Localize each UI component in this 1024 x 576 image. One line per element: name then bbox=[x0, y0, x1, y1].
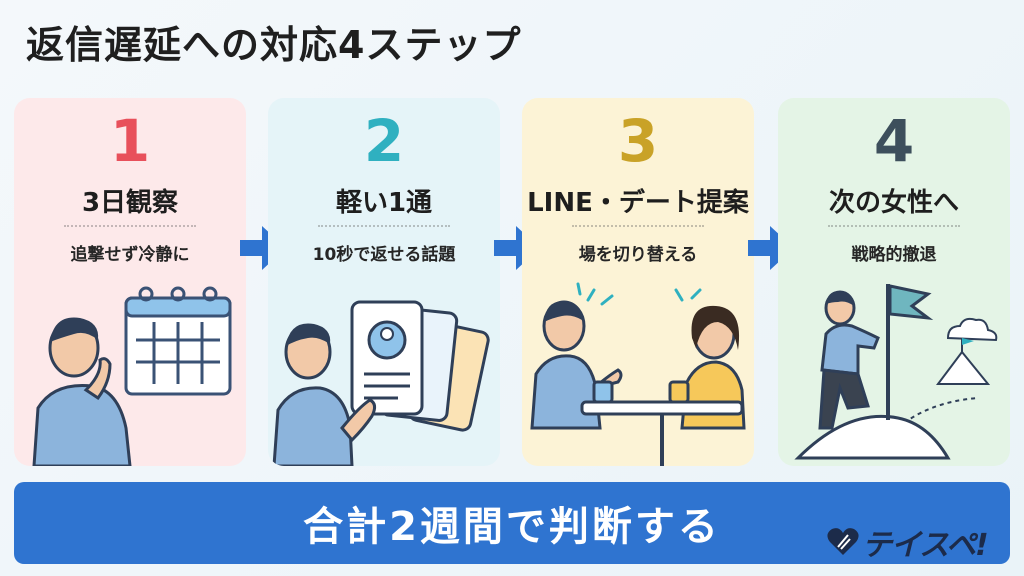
step-number: 3 bbox=[617, 107, 659, 175]
step-card-1: 1 3日観察 追撃せず冷静に bbox=[14, 98, 246, 466]
banner-text: 合計2週間で判断する bbox=[303, 504, 721, 550]
man-flag-summit-illustration bbox=[794, 284, 998, 460]
step-card-2: 2 軽い1通 10秒で返せる話題 bbox=[268, 98, 500, 466]
man-profile-cards-illustration bbox=[272, 300, 490, 466]
page-title: 返信遅延への対応4ステップ bbox=[26, 23, 522, 67]
divider bbox=[828, 225, 960, 227]
step-card-3: 3 LINE・デート提案 場を切り替える bbox=[522, 98, 754, 466]
arrow-right-icon bbox=[748, 226, 794, 270]
step-heading: LINE・デート提案 bbox=[527, 188, 749, 218]
divider bbox=[64, 225, 196, 227]
couple-cafe-date-illustration bbox=[530, 282, 746, 466]
thinking-man-calendar-illustration bbox=[32, 286, 232, 466]
logo-text: テイスペ! bbox=[862, 528, 989, 563]
step-subtitle: 追撃せず冷静に bbox=[70, 245, 190, 265]
step-subtitle: 場を切り替える bbox=[578, 245, 698, 265]
step-heading: 次の女性へ bbox=[828, 188, 959, 218]
heart-icon bbox=[827, 528, 859, 555]
divider bbox=[572, 225, 704, 227]
step-number: 4 bbox=[873, 107, 915, 175]
step-number: 1 bbox=[109, 107, 151, 175]
arrow-right-icon bbox=[240, 226, 286, 270]
arrow-right-icon bbox=[494, 226, 540, 270]
step-subtitle: 戦略的撤退 bbox=[851, 245, 937, 265]
divider bbox=[318, 225, 450, 227]
step-heading: 軽い1通 bbox=[335, 188, 433, 218]
step-subtitle: 10秒で返せる話題 bbox=[312, 245, 456, 265]
step-number: 2 bbox=[363, 107, 405, 175]
step-card-4: 4 次の女性へ 戦略的撤退 bbox=[778, 98, 1010, 466]
brand-logo: テイスペ! bbox=[826, 518, 1016, 566]
step-heading: 3日観察 bbox=[81, 188, 179, 218]
